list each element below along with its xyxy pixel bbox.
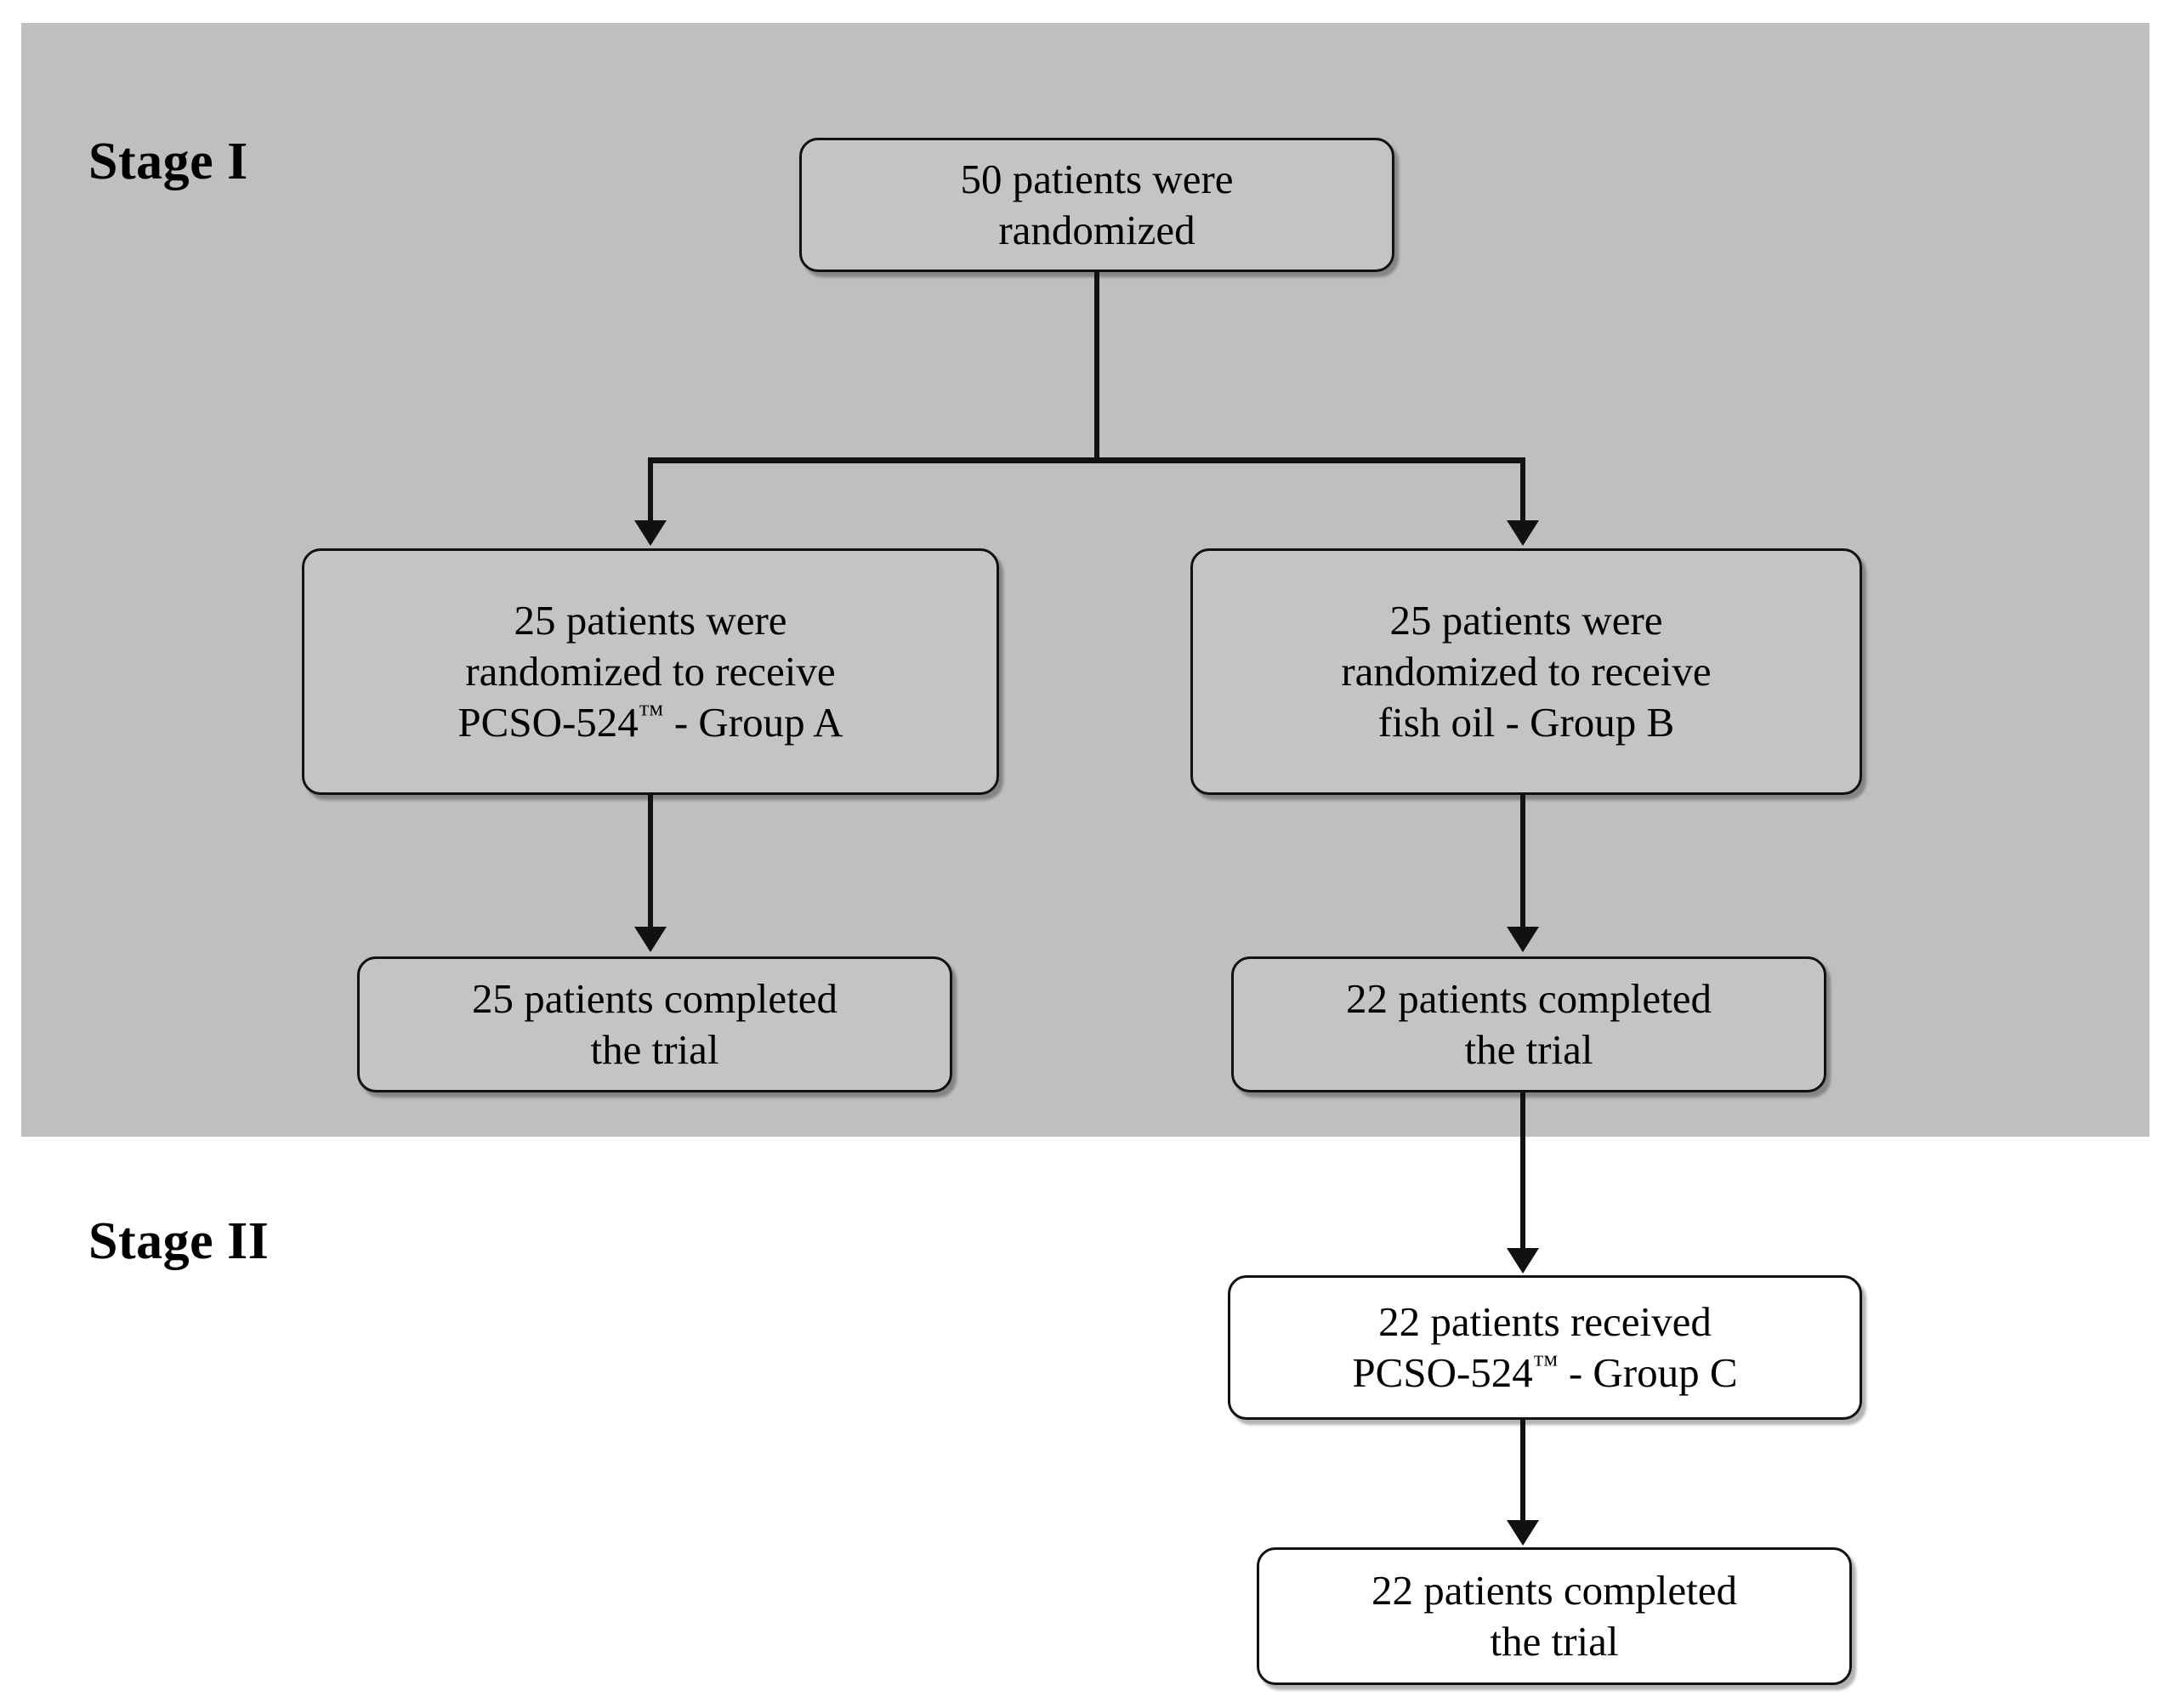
stage-two-label: Stage II bbox=[88, 1212, 270, 1270]
edge-b-completed-to-group-c bbox=[1520, 1092, 1525, 1267]
node-group-c: 22 patients received PCSO-524™ - Group C bbox=[1228, 1275, 1862, 1420]
trademark-symbol-a: ™ bbox=[638, 699, 664, 729]
edge-to-group-a-drop bbox=[648, 457, 653, 542]
node-group-c-completed-text: 22 patients completed the trial bbox=[1371, 1567, 1737, 1665]
stage-one-label: Stage I bbox=[88, 133, 248, 190]
edge-group-b-to-completed bbox=[1520, 795, 1525, 944]
node-group-b-completed: 22 patients completed the trial bbox=[1231, 956, 1826, 1092]
arrowhead-to-group-b bbox=[1507, 520, 1539, 546]
node-group-a-completed: 25 patients completed the trial bbox=[357, 956, 952, 1092]
edge-to-group-b-drop bbox=[1520, 457, 1525, 542]
arrowhead-to-group-c bbox=[1507, 1248, 1539, 1274]
node-group-a-text: 25 patients were randomized to receive P… bbox=[457, 597, 843, 746]
node-group-c-text: 22 patients received PCSO-524™ - Group C bbox=[1352, 1298, 1738, 1396]
node-group-a-completed-text: 25 patients completed the trial bbox=[472, 975, 838, 1073]
arrowhead-group-a-completed bbox=[634, 927, 667, 952]
node-group-c-completed: 22 patients completed the trial bbox=[1257, 1547, 1852, 1685]
node-group-a: 25 patients were randomized to receive P… bbox=[302, 548, 999, 795]
node-randomized: 50 patients were randomized bbox=[799, 138, 1394, 272]
node-randomized-text: 50 patients were randomized bbox=[960, 156, 1234, 253]
node-group-b-text: 25 patients were randomized to receive f… bbox=[1341, 597, 1712, 746]
edge-split-bar bbox=[648, 457, 1525, 463]
edge-group-a-to-completed bbox=[648, 795, 653, 944]
node-group-b: 25 patients were randomized to receive f… bbox=[1190, 548, 1862, 795]
node-group-b-completed-text: 22 patients completed the trial bbox=[1346, 975, 1712, 1073]
trademark-symbol-c: ™ bbox=[1532, 1349, 1559, 1379]
arrowhead-group-b-completed bbox=[1507, 927, 1539, 952]
edge-randomized-stem bbox=[1094, 272, 1099, 461]
arrowhead-to-group-a bbox=[634, 520, 667, 546]
arrowhead-group-c-completed bbox=[1507, 1520, 1539, 1546]
edge-group-c-to-completed bbox=[1520, 1420, 1525, 1539]
